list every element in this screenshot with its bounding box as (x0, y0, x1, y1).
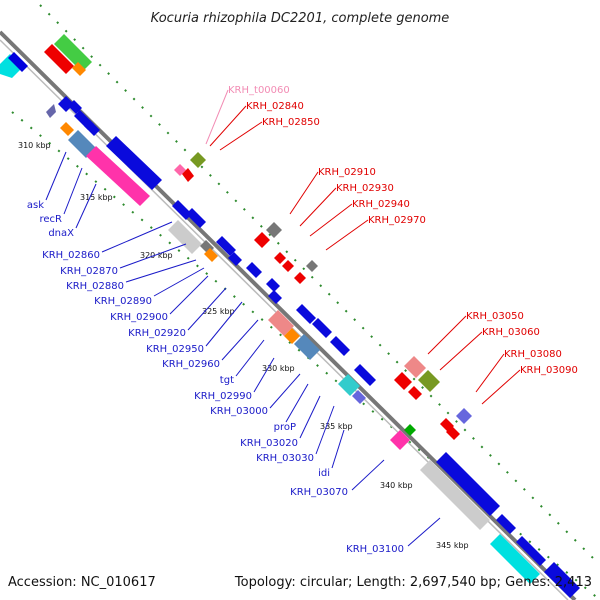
scale-label-345: 345 kbp (436, 541, 469, 550)
map-title: Kocuria rhizophila DC2201, complete geno… (151, 11, 450, 26)
gene-label-KRH_03070: KRH_03070 (290, 487, 348, 498)
scale-label-335: 335 kbp (320, 422, 353, 431)
topology-text: Topology: circular; Length: 2,697,540 bp… (234, 575, 592, 590)
gene-label-KRH_02930: KRH_02930 (336, 183, 394, 194)
gene-label-KRH_t00060: KRH_t00060 (228, 85, 290, 96)
gene-label-KRH_02910: KRH_02910 (318, 167, 376, 178)
scale-label-340: 340 kbp (380, 481, 413, 490)
scale-labels: 310 kbp 315 kbp 320 kbp 325 kbp 330 kbp … (18, 141, 469, 550)
pink-cds (86, 146, 150, 206)
left-label-leaders (45, 151, 441, 547)
gene-label-KRH_03020: KRH_03020 (240, 438, 298, 449)
gene-label-KRH_02870: KRH_02870 (60, 266, 118, 277)
gene-label-KRH_02860: KRH_02860 (42, 250, 100, 261)
gene-label-KRH_03090: KRH_03090 (520, 365, 578, 376)
upper-left-features (0, 34, 92, 118)
scale-label-325: 325 kbp (202, 307, 235, 316)
scale-label-320: 320 kbp (140, 251, 173, 260)
scale-label-330: 330 kbp (262, 364, 295, 373)
gene-label-KRH_03100: KRH_03100 (346, 544, 404, 555)
gene-label-KRH_03060: KRH_03060 (482, 327, 540, 338)
gene-label-KRH_02880: KRH_02880 (66, 281, 124, 292)
gene-label-KRH_02970: KRH_02970 (368, 215, 426, 226)
gene-label-KRH_03030: KRH_03030 (256, 453, 314, 464)
gene-label-KRH_03080: KRH_03080 (504, 349, 562, 360)
left-feature-band (58, 96, 580, 598)
gene-label-KRH_02960: KRH_02960 (162, 359, 220, 370)
gene-label-KRH_02940: KRH_02940 (352, 199, 410, 210)
gene-label-tgt: tgt (220, 375, 234, 386)
scale-label-310: 310 kbp (18, 141, 51, 150)
accession-text: Accession: NC_010617 (8, 575, 156, 590)
gray-cds (168, 220, 202, 254)
gene-label-ask: ask (27, 200, 44, 211)
right-feature-band (174, 152, 472, 440)
cyan-cds (0, 54, 22, 78)
gene-label-recR: recR (40, 214, 63, 225)
gene-label-KRH_02990: KRH_02990 (194, 391, 252, 402)
gene-label-KRH_02950: KRH_02950 (146, 344, 204, 355)
gene-label-idi: idi (318, 468, 330, 479)
red-cds (44, 44, 74, 74)
gene-label-KRH_02920: KRH_02920 (128, 328, 186, 339)
right-label-leaders (205, 89, 521, 405)
left-labels: ask recR dnaX KRH_02860 KRH_02870 KRH_02… (27, 200, 404, 555)
gene-label-KRH_02840: KRH_02840 (246, 101, 304, 112)
scale-label-315: 315 kbp (80, 193, 113, 202)
green-cds (54, 34, 92, 72)
gene-label-KRH_02900: KRH_02900 (110, 312, 168, 323)
right-labels: KRH_t00060 KRH_02840 KRH_02850 KRH_02910… (228, 85, 578, 376)
gene-label-KRH_03000: KRH_03000 (210, 406, 268, 417)
gene-label-KRH_03050: KRH_03050 (466, 311, 524, 322)
gene-label-dnaX: dnaX (48, 228, 74, 239)
gene-label-KRH_02890: KRH_02890 (94, 296, 152, 307)
gene-label-KRH_02850: KRH_02850 (262, 117, 320, 128)
gene-label-proP: proP (274, 422, 296, 433)
